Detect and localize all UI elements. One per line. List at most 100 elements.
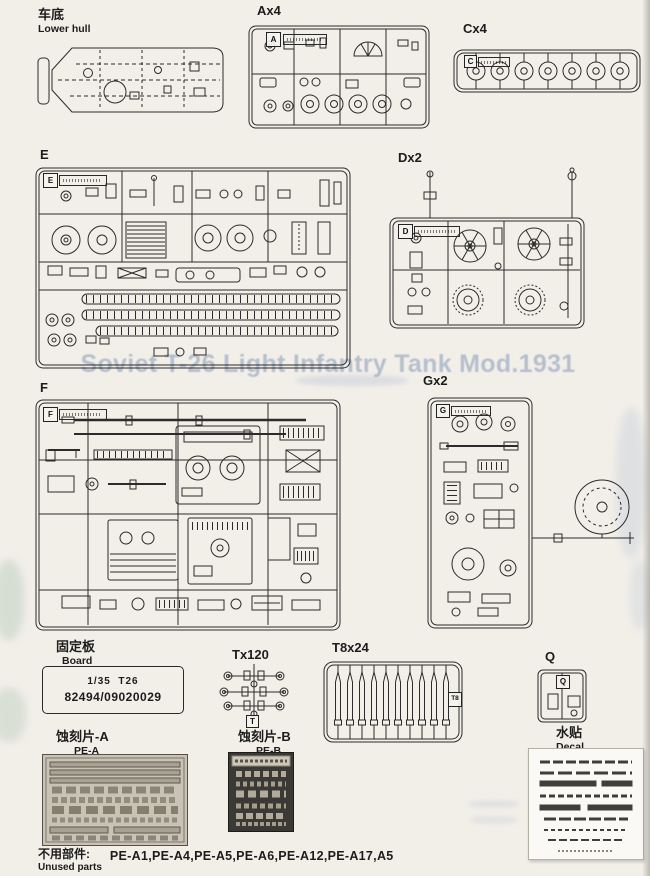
board-header: 固定板 Board (56, 639, 96, 667)
sprue-q-header: Q (545, 649, 556, 664)
ghost-left-smudge-2 (0, 688, 26, 742)
sprue-e-wheels-and-radiator (51, 221, 331, 259)
ghost-text-smudge-1 (468, 800, 520, 808)
sprue-t8-frame (323, 661, 463, 743)
sprue-t-letter-box: T (246, 715, 259, 728)
sprue-g-id-box (451, 406, 491, 416)
lower-hull-drawing (36, 34, 231, 126)
unused-parts-list: PE-A1,PE-A4,PE-A5,PE-A6,PE-A12,PE-A17,A5 (109, 849, 394, 863)
sprue-f-frame (35, 399, 341, 631)
pe-a-svg (42, 754, 188, 846)
sprue-t8-header: T8x24 (332, 640, 369, 655)
sprue-t8-letter-box: T8 (448, 692, 462, 707)
sprue-d-top-rods (423, 167, 577, 218)
ghost-left-smudge (0, 560, 24, 640)
sprue-c-frame (453, 49, 641, 93)
sprue-f-mid-parts (47, 475, 319, 585)
sprue-a-svg (248, 25, 430, 129)
board-serial-text: 82494/09020029 (64, 690, 162, 704)
sprue-d-spoked-wheels (453, 227, 551, 263)
lower-hull-title-cn: 车底 (38, 7, 65, 22)
unused-parts-labels: 不用部件: Unused parts (38, 847, 102, 873)
sprue-g-letter-box: G (436, 404, 450, 418)
sprue-g: G (426, 388, 644, 632)
sprue-e-letter-box: E (43, 173, 58, 188)
pe-a-inner-border (45, 757, 185, 843)
pe-a-title-cn: 蚀刻片-A (56, 729, 109, 744)
sprue-t8-svg (323, 661, 463, 743)
sprue-d-sprockets (452, 284, 546, 316)
sprue-d: D (386, 166, 588, 334)
sprue-t8: T8 (322, 652, 468, 750)
decal-stripes (539, 760, 633, 852)
sprue-t: T (214, 660, 294, 728)
decal-base (528, 748, 644, 860)
sprue-f-bottom-parts (61, 595, 321, 611)
pe-a-etched-parts (49, 761, 181, 841)
sprue-f-header: F (40, 380, 48, 395)
sprue-e-header: E (40, 147, 49, 162)
sprue-e-bottom-parts (45, 313, 207, 357)
sprue-e: E (34, 164, 354, 372)
sprue-a-parts (259, 37, 421, 114)
sprue-g-frame (427, 397, 533, 629)
pe-a-title-en: PE-A (74, 744, 100, 757)
ghost-subtitle-smudge (296, 375, 408, 386)
ghost-text-smudge-2 (470, 816, 518, 824)
sprue-f-letter-box: F (43, 407, 58, 422)
lower-hull-title-en: Lower hull (38, 22, 91, 35)
sprue-e-mid-parts (47, 265, 326, 283)
sprue-d-id-box (414, 226, 460, 237)
board-title-cn: 固定板 (56, 639, 96, 654)
sprue-t-parts (219, 664, 289, 720)
sprue-g-svg (427, 397, 634, 629)
sprue-e-svg (35, 167, 351, 369)
sprue-a-letter-box: A (266, 32, 281, 47)
sprue-g-parts (439, 413, 519, 617)
pe-a-header: 蚀刻片-A PE-A (56, 729, 109, 757)
sprue-f-svg (35, 399, 341, 631)
sprue-c-letter-box: C (464, 55, 477, 68)
sprue-f-id-box (59, 409, 107, 420)
decal-svg (528, 748, 644, 860)
sprue-e-frame (35, 167, 351, 369)
decal-sheet (528, 748, 644, 860)
pe-b-title-cn: 蚀刻片-B (238, 729, 291, 744)
sprue-c-svg (453, 49, 641, 93)
sprue-d-small-parts (407, 224, 573, 318)
sprue-e-top-parts (60, 175, 342, 207)
pe-b-svg (228, 752, 294, 832)
sprue-c-header: Cx4 (463, 21, 487, 36)
pe-a-fret (42, 754, 188, 846)
board-drawing: 1/35 T26 82494/09020029 (42, 666, 184, 714)
sprue-q-letter-box: Q (556, 675, 570, 689)
sprue-d-frame (389, 217, 585, 329)
unused-parts-label-en: Unused parts (38, 861, 102, 873)
sprue-t8-shells (334, 665, 450, 739)
sprue-d-letter-box: D (398, 224, 413, 239)
sprue-d-header: Dx2 (398, 150, 422, 165)
sprue-t-header: Tx120 (232, 647, 269, 662)
sprue-f: F (34, 396, 344, 634)
sprue-g-header: Gx2 (423, 373, 448, 388)
sprue-a-id-box (283, 34, 327, 45)
decal-title-cn: 水贴 (556, 725, 583, 740)
pe-b-etched-parts (231, 755, 291, 826)
sprue-q-svg (537, 669, 587, 723)
sprue-a-header: Ax4 (257, 3, 281, 18)
sprue-a: A (246, 22, 432, 132)
sprue-e-track-links (81, 293, 341, 337)
lower-hull-svg (37, 47, 224, 113)
lower-hull-header: 车底 Lower hull (38, 7, 91, 35)
sprue-f-gun-barrels (61, 415, 306, 440)
board-title-en: Board (62, 654, 93, 667)
sprue-q: Q (536, 662, 592, 726)
hull-outline (37, 47, 224, 113)
board-scale-text: 1/35 T26 (87, 676, 139, 687)
sprue-c: C (452, 44, 644, 96)
unused-parts-row: 不用部件: Unused parts PE-A1,PE-A4,PE-A5,PE-… (38, 847, 394, 873)
unused-parts-label-cn: 不用部件: (38, 847, 90, 861)
sprue-c-id-box (478, 57, 510, 67)
sprue-d-svg (389, 167, 585, 329)
